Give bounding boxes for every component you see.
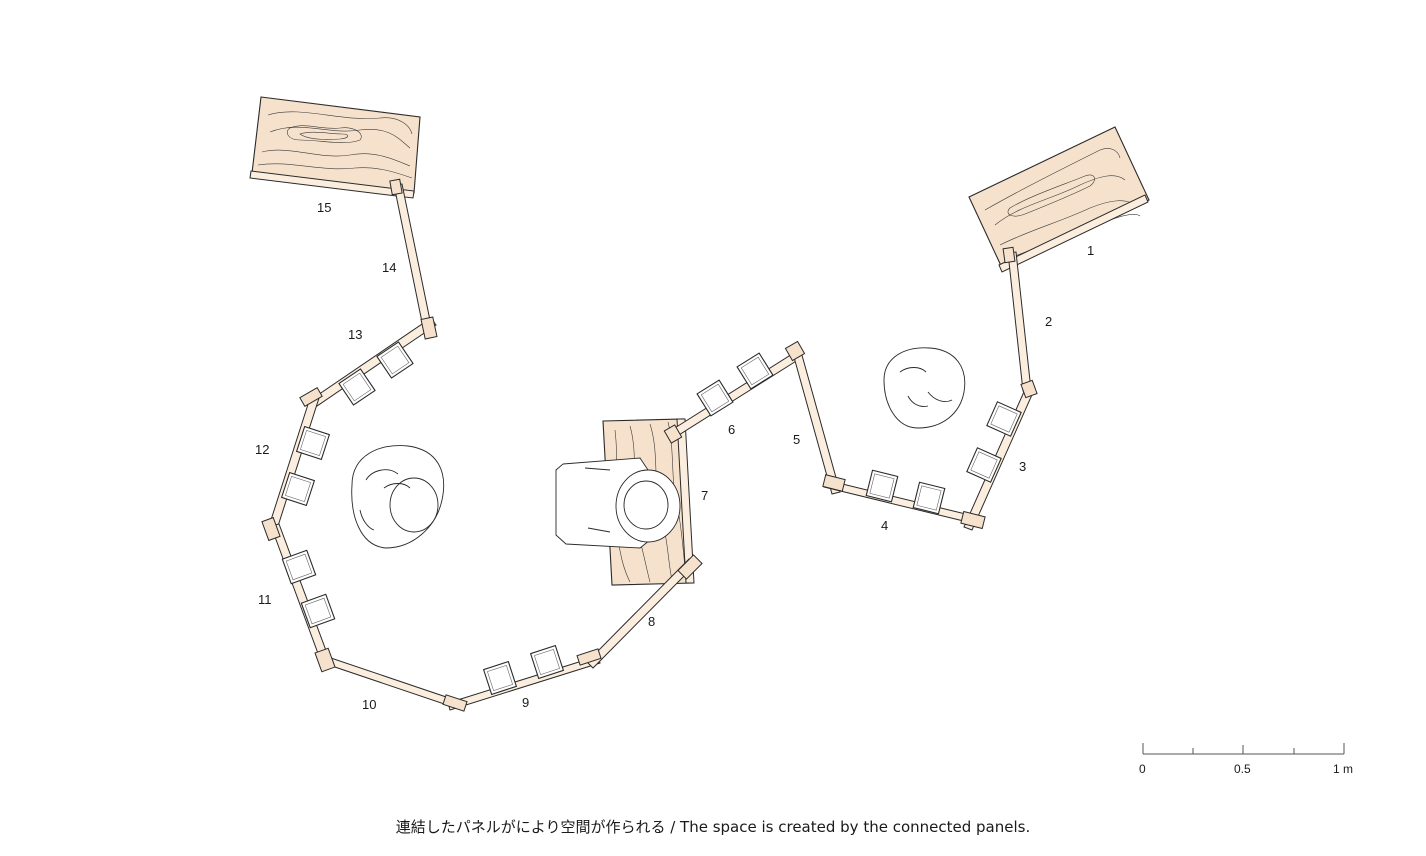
panel-label-13: 13 xyxy=(348,327,362,342)
panel-label-8: 8 xyxy=(648,614,655,629)
rail-1 xyxy=(998,194,1149,273)
panel-label-5: 5 xyxy=(793,432,800,447)
panel-joints xyxy=(261,178,1038,712)
rail-15 xyxy=(249,170,415,199)
panel-label-2: 2 xyxy=(1045,314,1052,329)
panel-label-7: 7 xyxy=(701,488,708,503)
rail-7 xyxy=(676,418,695,584)
panel-label-1: 1 xyxy=(1087,243,1094,258)
panel-windows xyxy=(280,341,1022,696)
scale-label-1m: 1 m xyxy=(1333,762,1353,776)
panel-label-10: 10 xyxy=(362,697,376,712)
panel-label-12: 12 xyxy=(255,442,269,457)
person-standing-center xyxy=(555,457,681,549)
panel-label-9: 9 xyxy=(522,695,529,710)
person-crouching-right xyxy=(883,347,966,429)
scale-label-0-5: 0.5 xyxy=(1234,762,1251,776)
panel-label-15: 15 xyxy=(317,200,331,215)
panel-labels: 1 2 3 4 5 6 7 8 9 10 11 12 13 14 15 xyxy=(255,200,1094,712)
scale-bar: 0 0.5 1 m xyxy=(1139,743,1353,776)
panel-label-4: 4 xyxy=(881,518,888,533)
table-board-1 xyxy=(968,126,1150,271)
panel-label-14: 14 xyxy=(382,260,396,275)
panel-label-6: 6 xyxy=(728,422,735,437)
scale-label-0: 0 xyxy=(1139,762,1146,776)
figure-caption: 連結したパネルがにより空間が作られる / The space is create… xyxy=(395,818,1031,836)
panel-label-3: 3 xyxy=(1019,459,1026,474)
panel-label-11: 11 xyxy=(258,592,272,607)
person-seated-left xyxy=(351,445,445,549)
